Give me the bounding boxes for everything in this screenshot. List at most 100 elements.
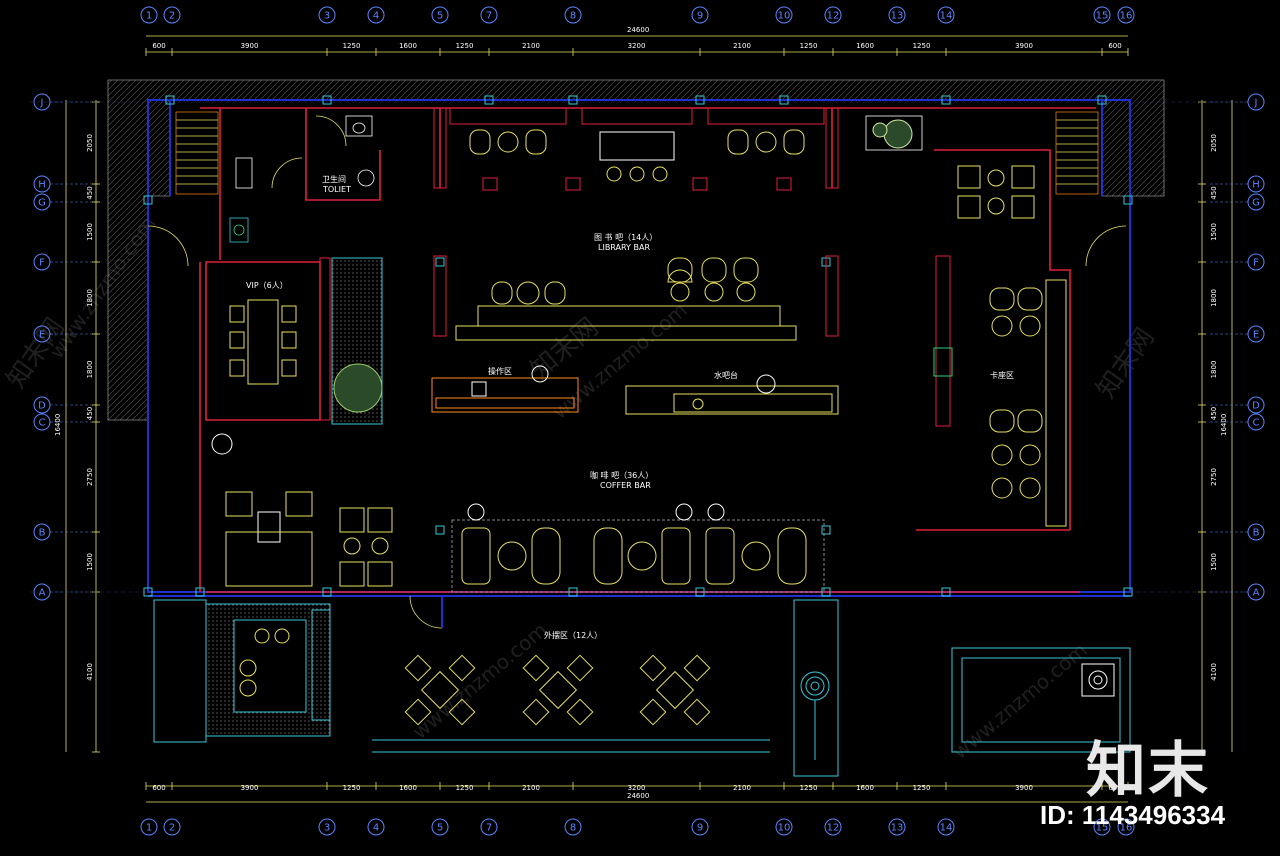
dimension-label: 1250 [343, 784, 361, 792]
plant-top-right [865, 115, 923, 151]
outdoor-chair [566, 698, 594, 726]
outdoor-chair [566, 654, 594, 682]
dimension-label: 450 [1210, 186, 1218, 199]
dimension-label: 3200 [628, 42, 646, 50]
column-square [322, 95, 332, 105]
dimension-label: 2050 [1210, 134, 1218, 152]
dimension-label: 2100 [522, 42, 540, 50]
total-height-right: 16400 [1220, 414, 1228, 436]
room-label-vip: VIP（6人） [246, 281, 288, 290]
room-label-coffee-cn: 咖 啡 吧（36人） [590, 470, 653, 480]
axis-label: 7 [486, 823, 492, 834]
column-square [143, 587, 153, 597]
axis-label: 4 [373, 11, 379, 22]
dimension-label: 1250 [913, 784, 931, 792]
watermark-site: 知末网 [1091, 323, 1160, 404]
dimension-label: 1250 [913, 42, 931, 50]
dimension-label: 1500 [86, 223, 94, 241]
outdoor-chair [404, 698, 432, 726]
axis-bubble [888, 6, 906, 24]
dimension-label: 600 [1108, 42, 1121, 50]
total-width-bottom: 24600 [627, 792, 649, 800]
axis-bubble [480, 6, 498, 24]
axis-bubble [824, 6, 842, 24]
dimension-label: 1600 [399, 42, 417, 50]
outdoor-table [655, 670, 695, 710]
dimension-label: 2100 [733, 42, 751, 50]
dimension-label: 2100 [522, 784, 540, 792]
planter-box [319, 257, 383, 425]
column-square [143, 195, 153, 205]
axis-label: D [1252, 401, 1260, 412]
dimension-label: 1800 [1210, 361, 1218, 379]
axis-label: H [1252, 180, 1260, 191]
axis-label: 3 [324, 823, 330, 834]
library-top-seating [449, 107, 825, 191]
room-label-coffee-en: COFFER BAR [600, 481, 651, 490]
column-square [779, 95, 789, 105]
axis-label: F [39, 258, 45, 269]
dimension-label: 1500 [1210, 553, 1218, 571]
stair-right [1055, 111, 1099, 195]
dimension-label: 1600 [856, 42, 874, 50]
dimension-label: 3900 [1015, 784, 1033, 792]
column-square [322, 587, 332, 597]
dimension-label: 1800 [86, 289, 94, 307]
column-square [435, 257, 445, 267]
axis-label: G [38, 198, 46, 209]
axis-label: 7 [486, 11, 492, 22]
dimension-label: 1600 [856, 784, 874, 792]
axis-bubble [691, 6, 709, 24]
axis-label: 8 [570, 11, 576, 22]
axis-label: 15 [1096, 823, 1109, 834]
axis-label: 9 [697, 823, 703, 834]
axis-label: 13 [891, 823, 904, 834]
axis-label: 16 [1120, 823, 1133, 834]
dimension-label: 3200 [628, 784, 646, 792]
dimension-label: 2750 [86, 468, 94, 486]
outdoor-chair [448, 698, 476, 726]
dimension-label: 450 [1210, 407, 1218, 420]
dimension-label: 600 [1108, 784, 1121, 792]
axis-label: 16 [1120, 11, 1133, 22]
dimension-label: 1800 [1210, 289, 1218, 307]
vip-table-set [229, 299, 297, 385]
dimension-label: 1250 [456, 42, 474, 50]
axis-label: 12 [827, 823, 840, 834]
axis-label: 14 [940, 823, 953, 834]
dimension-label: 3900 [1015, 42, 1033, 50]
brand-watermark: 知末 [1086, 736, 1210, 806]
axis-bubble [824, 818, 842, 836]
axis-label: C [1253, 418, 1260, 429]
axis-label: B [39, 528, 46, 539]
outdoor-chair [522, 654, 550, 682]
axis-label: F [1253, 258, 1259, 269]
outdoor-table-sets [404, 654, 711, 726]
room-label-outdoor: 外摆区（12人） [544, 630, 602, 640]
axis-bubble [691, 818, 709, 836]
room-label-waterbar: 水吧台 [714, 370, 738, 380]
column-square [941, 587, 951, 597]
axis-label: 13 [891, 11, 904, 22]
dimension-label: 450 [86, 186, 94, 199]
axis-label: A [1253, 588, 1260, 599]
column-square [568, 95, 578, 105]
image-id-label: ID: 1143496334 [1040, 800, 1226, 830]
axis-label: 12 [827, 11, 840, 22]
axis-label: 2 [169, 11, 175, 22]
axis-bubble [367, 6, 385, 24]
dimension-label: 450 [86, 407, 94, 420]
axis-bubble [775, 818, 793, 836]
column-square [821, 525, 831, 535]
dimension-label: 1250 [800, 42, 818, 50]
watermark-url: www.znzmo.com [408, 618, 552, 744]
toilet-fixtures [229, 115, 375, 243]
axis-bubble [140, 818, 158, 836]
axis-label: E [39, 330, 45, 341]
axis-bubble [318, 818, 336, 836]
outdoor-chair [639, 698, 667, 726]
axis-bubble [1117, 6, 1135, 24]
